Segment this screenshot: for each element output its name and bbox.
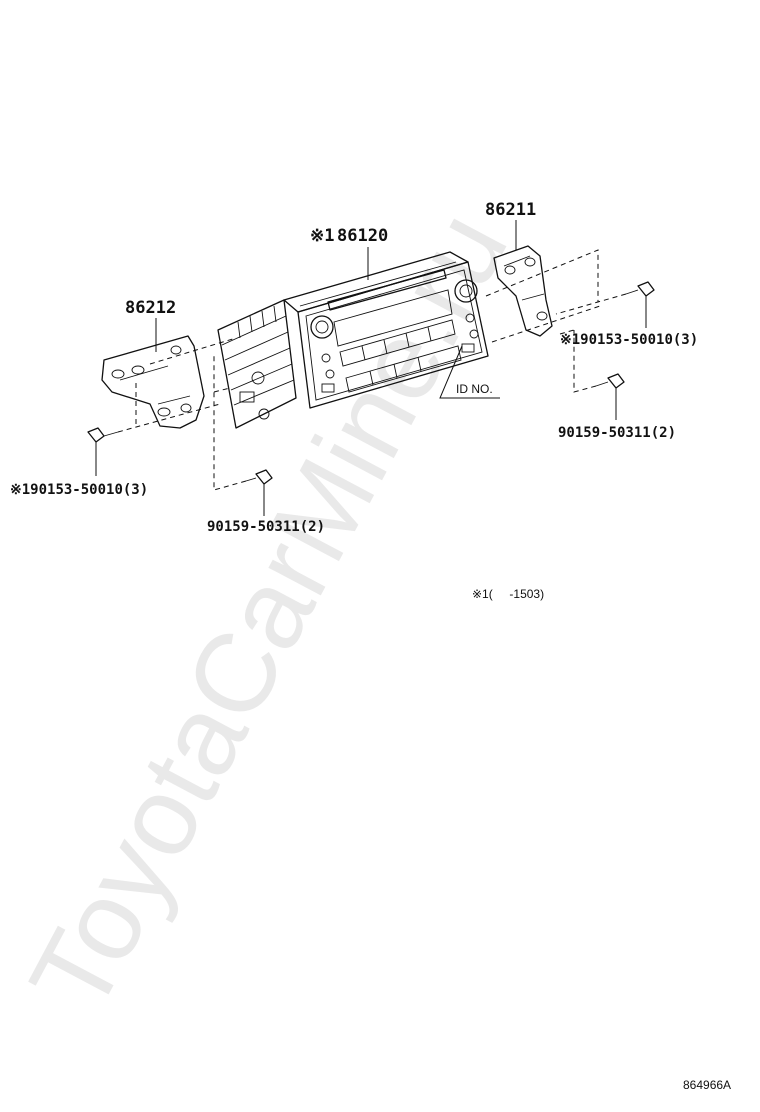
label-head-unit: 86120 — [337, 226, 388, 246]
label-bolt-right-upper: ※190153-50010(3) — [560, 332, 698, 348]
label-bolt-right-lower: 90159-50311(2) — [558, 425, 676, 441]
label-bolt-left-upper: ※190153-50010(3) — [10, 482, 148, 498]
label-bolt-left-lower: 90159-50311(2) — [207, 519, 325, 535]
head-unit-drawing — [217, 251, 489, 429]
label-bracket-left: 86212 — [125, 298, 176, 318]
label-bracket-right: 86211 — [485, 200, 536, 220]
bolt-right-upper-icon — [625, 281, 655, 297]
bolt-left-upper-icon — [87, 427, 119, 443]
bolt-right-lower-icon — [595, 373, 625, 389]
bracket-left-drawing — [101, 335, 205, 429]
leader-lines — [95, 220, 647, 516]
watermark: ToyotaCarMine.ru — [6, 192, 531, 1031]
drawing-number: 864966A — [683, 1078, 731, 1092]
label-id-no: ID NO. — [456, 382, 493, 396]
bolt-left-lower-icon — [245, 469, 273, 485]
assembly-lines — [117, 249, 627, 491]
label-head-unit-mark: ※1 — [310, 226, 334, 246]
footnote: ※1( -1503) — [472, 587, 544, 601]
